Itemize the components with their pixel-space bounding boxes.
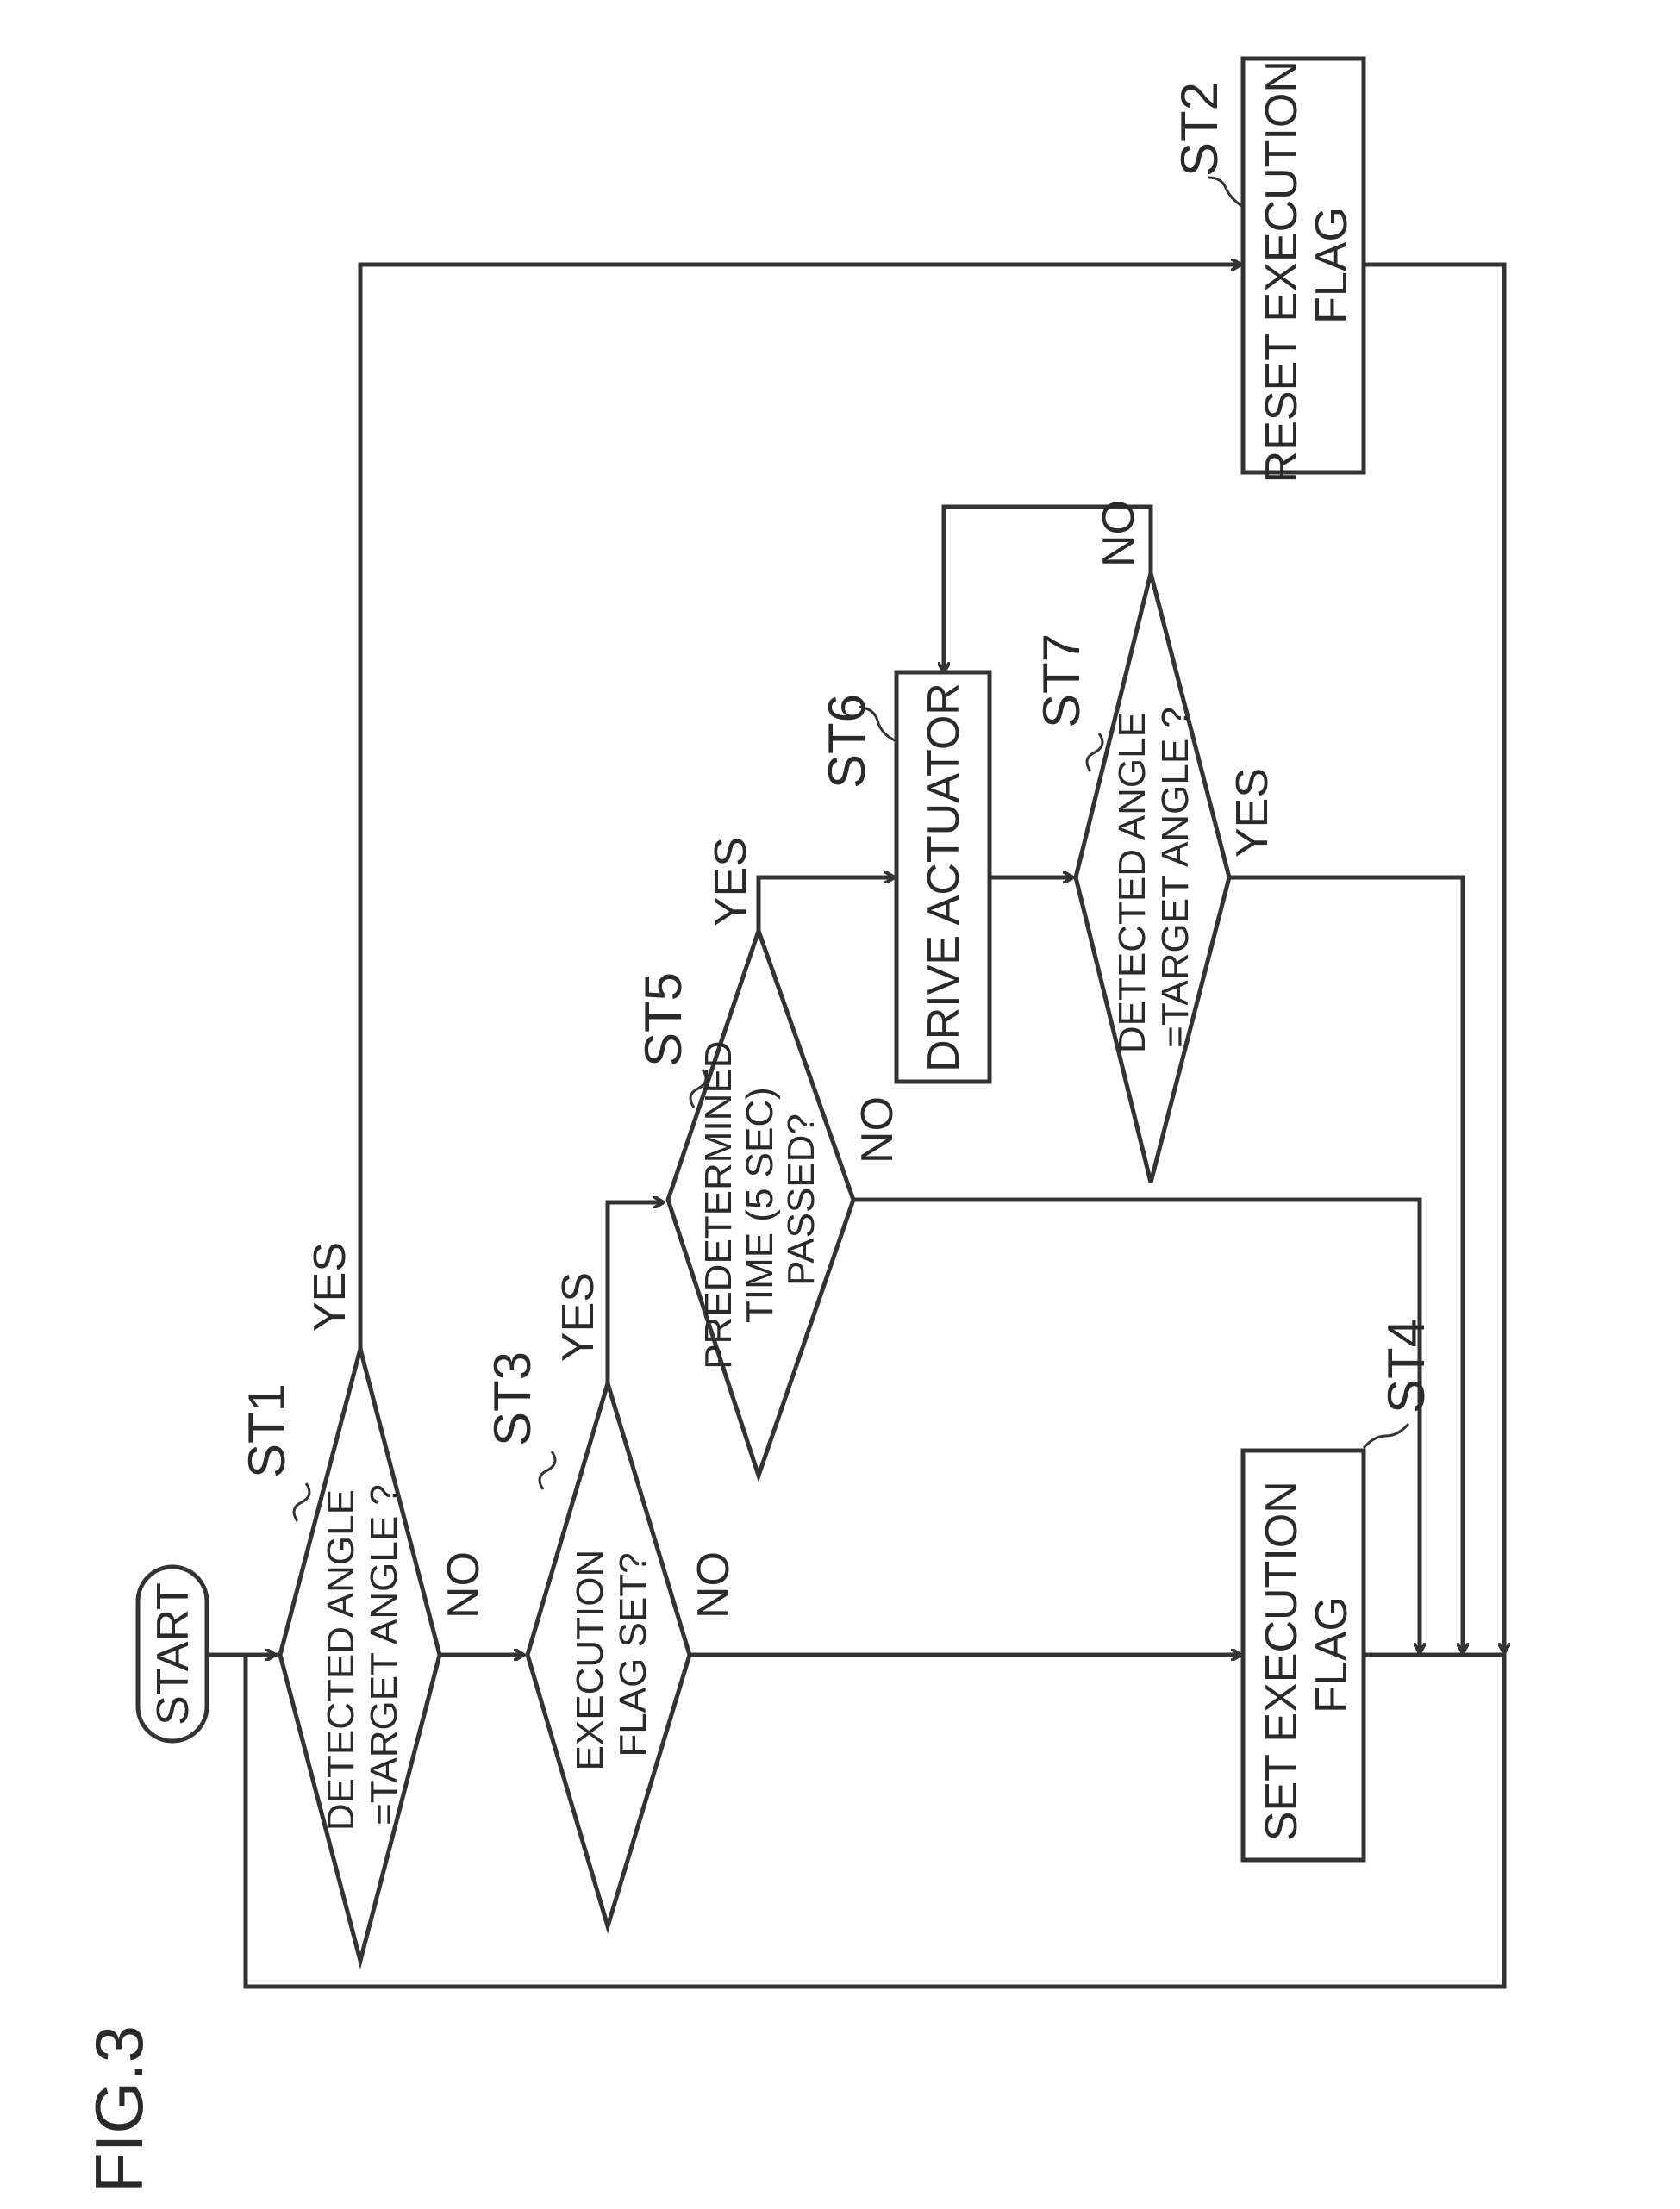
st3-yes-label: YES	[553, 1272, 603, 1362]
st2-text-line-1: RESET EXECUTION	[1257, 60, 1307, 483]
st3-text: EXECUTION FLAG SET?	[569, 1539, 654, 1771]
st2-text-line-2: FLAG	[1307, 207, 1357, 324]
start-label: START	[148, 1582, 198, 1725]
st1-yes-label: YES	[305, 1242, 355, 1332]
st7-step-label: ST7	[1033, 633, 1090, 728]
st6-text: DRIVE ACTUATOR	[919, 683, 969, 1072]
st4-step-label: ST4	[1377, 1319, 1435, 1413]
st1-text-line-1: DETECTED ANGLE	[320, 1489, 362, 1831]
st5-yes-label: YES	[706, 837, 756, 927]
st5-text-line-1: PREDETERMINED	[697, 1040, 740, 1369]
st5-yes-line	[759, 877, 895, 931]
st4-text-line-1: SET EXECUTION	[1257, 1481, 1307, 1841]
st1-text: DETECTED ANGLE =TARGET ANGLE ?	[320, 1479, 405, 1831]
st3-yes-line	[608, 1202, 664, 1383]
st2-out-line	[1364, 265, 1504, 1655]
st3-text-line-1: EXECUTION	[569, 1550, 611, 1771]
st7-leader	[1087, 733, 1102, 771]
st7-yes-label: YES	[1227, 768, 1277, 858]
st3-step-label: ST3	[484, 1351, 541, 1446]
st3-text-line-2: FLAG SET?	[612, 1552, 654, 1757]
st3-no-label: NO	[689, 1551, 739, 1619]
st7-no-label: NO	[1094, 500, 1144, 567]
st5-step-label: ST5	[634, 972, 692, 1067]
st5-text-line-3: PASSED?	[780, 1114, 822, 1286]
figure-label: FIG.3	[81, 2025, 157, 2193]
st1-step-label: ST1	[238, 1383, 296, 1478]
st6-step-label: ST6	[818, 694, 876, 789]
st1-no-label: NO	[439, 1551, 489, 1619]
st2-leader	[1208, 178, 1243, 207]
st1-text-line-2: =TARGET ANGLE ?	[363, 1484, 405, 1825]
st4-text-line-2: FLAG	[1307, 1596, 1357, 1713]
st4-leader	[1364, 1424, 1408, 1448]
st7-text-line-1: DETECTED ANGLE	[1111, 712, 1153, 1053]
st7-text: DETECTED ANGLE =TARGET ANGLE ?	[1111, 702, 1196, 1053]
st2-step-label: ST2	[1171, 82, 1228, 177]
st5-no-label: NO	[852, 1096, 902, 1164]
st7-text-line-2: =TARGET ANGLE ?	[1154, 707, 1196, 1048]
st5-text-line-2: TIME (5 SEC)	[739, 1087, 781, 1323]
st3-leader	[540, 1451, 555, 1489]
st1-leader	[294, 1483, 309, 1521]
